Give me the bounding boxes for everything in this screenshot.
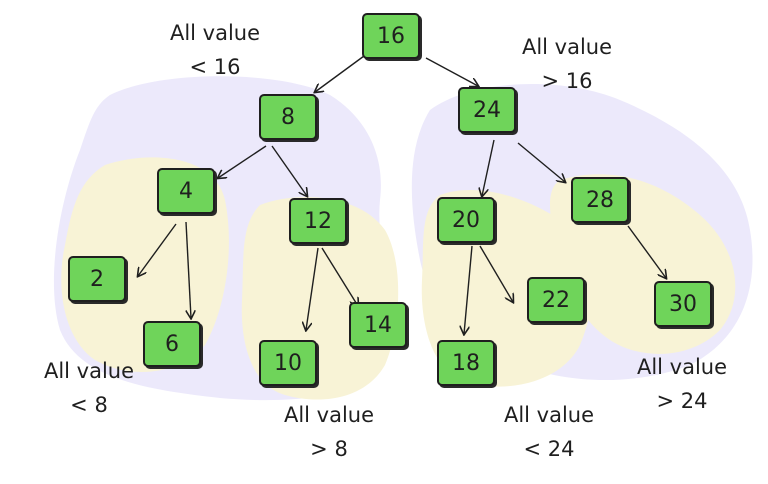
edge-8-4 bbox=[218, 145, 267, 178]
annotation-gt8: All value > 8 bbox=[274, 398, 384, 466]
annotation-lt16-line1: All value bbox=[169, 21, 261, 45]
annotation-gt8-line1: All value bbox=[283, 403, 375, 427]
node-30: 30 bbox=[654, 281, 712, 327]
annotation-lt8-line2: < 8 bbox=[70, 393, 108, 417]
node-18: 18 bbox=[437, 340, 495, 386]
annotation-lt24-line2: < 24 bbox=[523, 437, 575, 461]
annotation-lt16-line2: < 16 bbox=[189, 55, 241, 79]
annotation-lt24-line1: All value bbox=[503, 403, 595, 427]
annotation-gt8-line2: > 8 bbox=[310, 437, 348, 461]
node-22: 22 bbox=[527, 277, 585, 323]
edge-12-14 bbox=[321, 247, 358, 306]
edge-4-2 bbox=[138, 223, 177, 276]
edge-24-20 bbox=[482, 139, 495, 196]
edge-16-24 bbox=[425, 57, 478, 86]
annotation-lt8-line1: All value bbox=[43, 359, 135, 383]
node-4: 4 bbox=[157, 168, 215, 214]
edge-12-10 bbox=[306, 247, 319, 330]
node-24: 24 bbox=[458, 87, 516, 133]
edge-8-12 bbox=[271, 145, 307, 196]
node-28: 28 bbox=[571, 177, 629, 223]
edge-28-30 bbox=[627, 225, 666, 278]
annotation-gt16-line1: All value bbox=[521, 35, 613, 59]
edge-16-8 bbox=[315, 55, 365, 92]
edge-24-28 bbox=[517, 142, 565, 182]
annotation-gt24-line2: > 24 bbox=[656, 389, 708, 413]
annotation-lt16: All value < 16 bbox=[160, 16, 270, 84]
node-6: 6 bbox=[143, 321, 201, 367]
edge-4-6 bbox=[185, 221, 191, 318]
annotation-lt24: All value < 24 bbox=[494, 398, 604, 466]
edge-20-18 bbox=[464, 245, 473, 334]
node-12: 12 bbox=[289, 198, 347, 244]
annotation-gt16: All value > 16 bbox=[512, 30, 622, 98]
node-20: 20 bbox=[437, 197, 495, 243]
edge-20-22 bbox=[479, 245, 513, 302]
node-10: 10 bbox=[259, 340, 317, 386]
annotation-gt24: All value > 24 bbox=[627, 350, 737, 418]
node-16: 16 bbox=[362, 13, 420, 59]
annotation-gt24-line1: All value bbox=[636, 355, 728, 379]
node-14: 14 bbox=[349, 302, 407, 348]
node-8: 8 bbox=[259, 94, 317, 140]
node-2: 2 bbox=[68, 256, 126, 302]
annotation-lt8: All value < 8 bbox=[34, 354, 144, 422]
annotation-gt16-line2: > 16 bbox=[541, 69, 593, 93]
